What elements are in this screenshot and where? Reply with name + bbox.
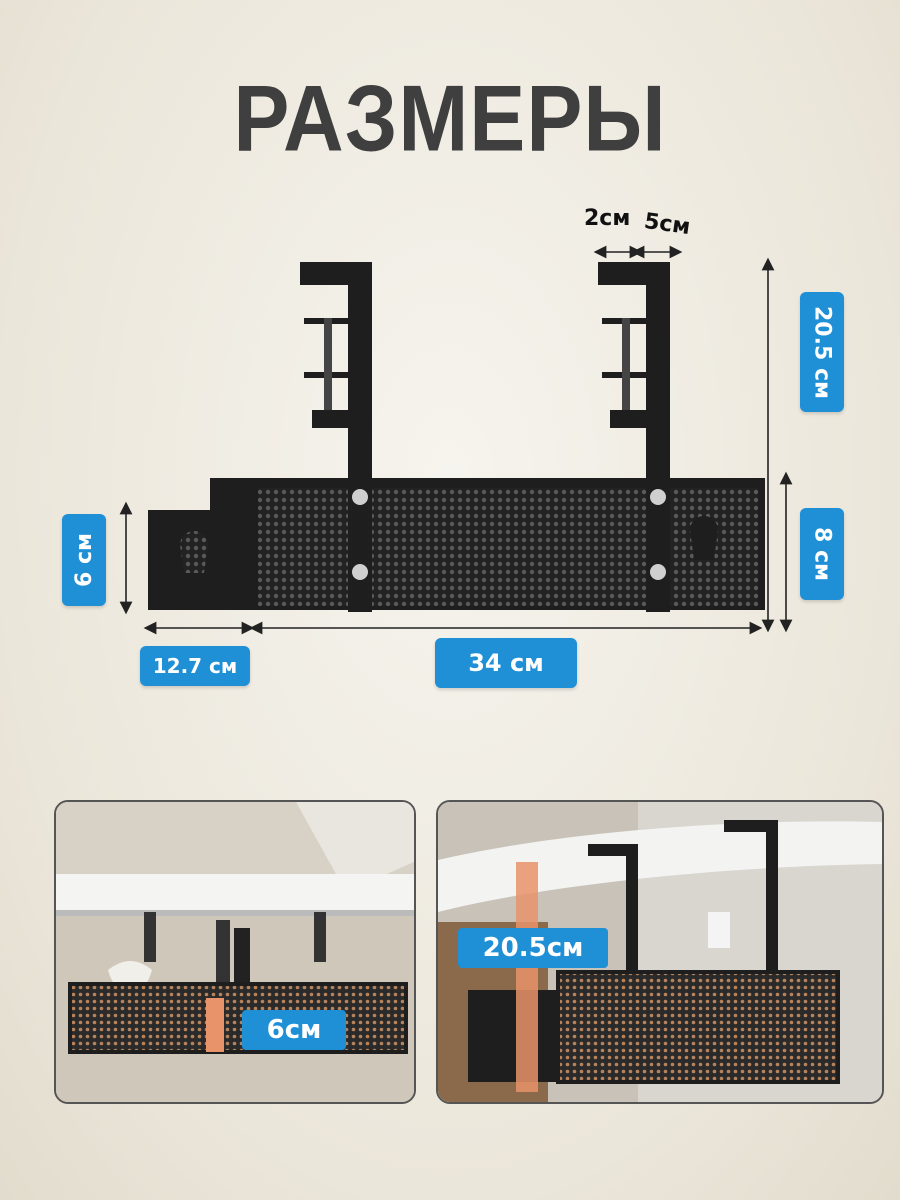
main-basket (210, 478, 765, 610)
badge-height-box: 8 см (800, 508, 844, 600)
photo-right-badge: 20.5см (458, 928, 608, 968)
badge-width-left: 12.7 см (140, 646, 250, 686)
page-title: РАЗМЕРЫ (233, 65, 667, 171)
badge-height-total: 20.5 см (800, 292, 844, 412)
clamp-top-label: 2см (584, 206, 631, 231)
dimension-lines (119, 245, 793, 635)
badge-width-main: 34 см (435, 638, 577, 688)
photo-right: 20.5см (436, 800, 884, 1104)
photo-left: 6см (54, 800, 416, 1104)
left-clamp (300, 262, 372, 612)
right-clamp (598, 262, 670, 612)
product-diagram (119, 245, 793, 635)
photo-left-badge: 6см (242, 1010, 346, 1050)
badge-height-left: 6 см (62, 514, 106, 606)
